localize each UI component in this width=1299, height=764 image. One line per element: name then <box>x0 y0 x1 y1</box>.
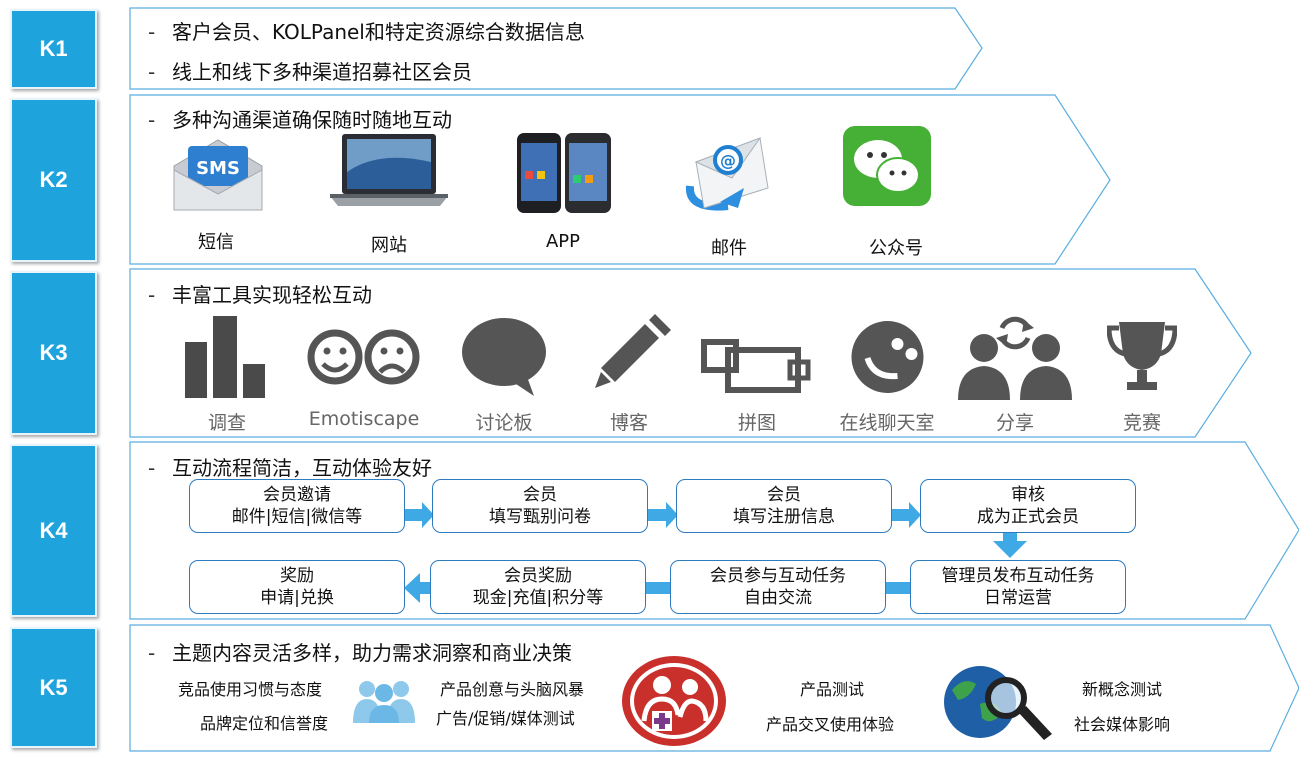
share-people-icon <box>958 316 1072 400</box>
level-label-k5: K5 <box>10 627 97 748</box>
level-label-k2: K2 <box>10 98 97 262</box>
trophy-icon <box>1106 322 1178 390</box>
tool-emotiscape[interactable]: Emotiscape <box>305 314 423 430</box>
k3-title: -丰富工具实现轻松互动 <box>148 283 372 307</box>
level-label-k3: K3 <box>10 271 97 435</box>
flow-step-member-reward: 会员奖励现金|充值|积分等 <box>430 560 646 614</box>
puzzle-icon <box>701 339 811 393</box>
tool-label: Emotiscape <box>308 408 420 430</box>
email-icon: @ <box>685 136 769 211</box>
k5-item: 产品交叉使用体验 <box>766 715 895 734</box>
channel-label-app: APP <box>545 231 581 252</box>
tool-discussion-board[interactable]: 讨论板 <box>458 314 550 435</box>
tool-label: 拼图 <box>737 412 776 434</box>
sms-envelope-icon: SMS <box>173 139 263 211</box>
tool-share[interactable]: 分享 <box>956 314 1074 435</box>
k1-line-1: -客户会员、KOLPanel和特定资源综合数据信息 <box>148 20 585 44</box>
channel-label-wechat: 公众号 <box>869 238 923 259</box>
member-add-icon <box>622 656 726 746</box>
k5-item: 品牌定位和信誉度 <box>200 714 329 733</box>
laptop-icon <box>330 134 448 206</box>
k5-item: 产品创意与头脑风暴 <box>440 680 585 699</box>
flow-step-review: 审核成为正式会员 <box>920 479 1136 533</box>
tool-puzzle[interactable]: 拼图 <box>698 314 816 435</box>
tool-survey[interactable]: 调查 <box>182 314 272 435</box>
channel-label-website: 网站 <box>371 235 407 256</box>
flow-step-participate: 会员参与互动任务自由交流 <box>670 560 886 614</box>
chat-icon <box>850 321 923 393</box>
svg-text:@: @ <box>720 151 736 170</box>
pencil-icon <box>595 314 671 388</box>
people-group-icon <box>353 681 415 723</box>
level-label-k1: K1 <box>10 9 97 89</box>
tool-blog[interactable]: 博客 <box>587 314 671 435</box>
k5-title: -主题内容灵活多样，助力需求洞察和商业决策 <box>148 641 572 665</box>
tool-contest[interactable]: 竞赛 <box>1106 314 1178 435</box>
tool-label: 分享 <box>995 412 1034 434</box>
wechat-icon <box>843 126 931 206</box>
tool-chat-room[interactable]: 在线聊天室 <box>839 314 935 435</box>
flow-step-screening: 会员填写甄别问卷 <box>432 479 648 533</box>
band-k1 <box>129 7 983 90</box>
svg-text:SMS: SMS <box>196 158 240 179</box>
k1-line-2: -线上和线下多种渠道招募社区会员 <box>148 60 472 84</box>
flow-step-invite: 会员邀请邮件|短信|微信等 <box>189 479 405 533</box>
k5-item: 社会媒体影响 <box>1074 715 1171 734</box>
tool-label: 竞赛 <box>1122 412 1161 434</box>
speech-bubble-icon <box>462 318 546 396</box>
k5-item: 广告/促销/媒体测试 <box>436 709 575 728</box>
level-label-k4: K4 <box>10 444 97 617</box>
k5-item: 竞品使用习惯与态度 <box>178 680 323 699</box>
flow-step-reward: 奖励申请|兑换 <box>189 560 405 614</box>
smiley-faces-icon <box>307 329 420 385</box>
tool-label: 讨论板 <box>475 412 533 434</box>
tool-label: 调查 <box>207 412 246 434</box>
k5-item: 新概念测试 <box>1082 680 1163 699</box>
k5-item: 产品测试 <box>800 680 865 699</box>
flow-step-register: 会员填写注册信息 <box>676 479 892 533</box>
smartphone-icon <box>517 133 611 213</box>
channel-label-email: 邮件 <box>711 238 747 259</box>
globe-search-icon <box>944 666 1052 740</box>
tool-label: 博客 <box>609 412 648 434</box>
tool-label: 在线聊天室 <box>839 412 935 434</box>
flow-step-publish-task: 管理员发布互动任务日常运营 <box>910 560 1126 614</box>
bar-chart-icon <box>185 316 265 398</box>
k2-title: -多种沟通渠道确保随时随地互动 <box>148 108 452 132</box>
channel-label-sms: 短信 <box>198 232 234 253</box>
k4-title: -互动流程简洁，互动体验友好 <box>148 456 432 480</box>
